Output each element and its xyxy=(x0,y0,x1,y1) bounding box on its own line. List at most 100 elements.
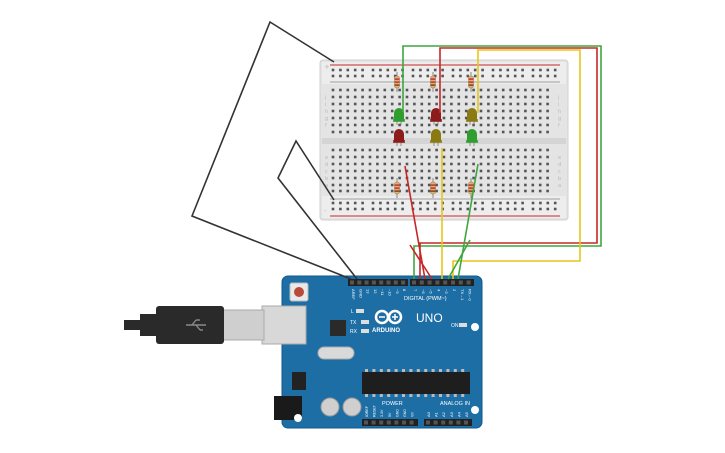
bb-hole xyxy=(413,176,416,180)
header-pin[interactable] xyxy=(427,280,432,285)
bb-hole xyxy=(420,116,424,120)
bb-hole xyxy=(331,123,335,127)
header-pin[interactable] xyxy=(394,420,399,425)
bb-hole xyxy=(346,169,350,173)
header-pin[interactable] xyxy=(357,280,362,285)
header-pin[interactable] xyxy=(379,280,384,285)
bb-hole xyxy=(531,176,535,180)
header-pin[interactable] xyxy=(412,280,416,285)
header-pin[interactable] xyxy=(435,280,440,285)
reset-button[interactable] xyxy=(294,287,304,297)
bb-hole xyxy=(398,123,401,127)
bb-hole xyxy=(393,68,397,72)
bb-hole xyxy=(376,109,379,113)
bb-hole xyxy=(524,109,527,113)
bb-hole xyxy=(524,176,527,180)
bb-hole xyxy=(361,148,364,152)
header-pin[interactable] xyxy=(433,420,438,425)
bb-hole xyxy=(506,201,510,205)
resistor[interactable] xyxy=(468,72,474,92)
bb-hole xyxy=(398,95,401,99)
led-red[interactable] xyxy=(430,108,442,125)
resistor[interactable] xyxy=(468,178,474,198)
analog-pin-label: A2 xyxy=(441,411,446,417)
bb-hole xyxy=(539,207,542,211)
bb-hole xyxy=(491,201,495,205)
header-pin[interactable] xyxy=(466,280,471,285)
arduino-logo-icon xyxy=(374,309,403,325)
header-pin[interactable] xyxy=(409,420,414,425)
bb-hole xyxy=(451,68,455,72)
header-pin[interactable] xyxy=(401,280,406,285)
chip-pin xyxy=(394,394,398,397)
header-pin[interactable] xyxy=(402,420,406,425)
resistor[interactable] xyxy=(394,178,400,198)
header-pin[interactable] xyxy=(350,280,354,285)
bb-hole xyxy=(427,116,431,120)
bb-hole xyxy=(506,207,510,211)
header-pin[interactable] xyxy=(448,420,453,425)
bb-hole xyxy=(427,162,431,166)
resistor[interactable] xyxy=(430,178,436,198)
bb-row-letter: d xyxy=(325,162,328,168)
header-pin[interactable] xyxy=(364,280,369,285)
header-pin[interactable] xyxy=(441,420,446,425)
header-pin[interactable] xyxy=(393,280,398,285)
bb-hole xyxy=(538,123,542,127)
resistor[interactable] xyxy=(394,72,400,92)
bb-hole xyxy=(494,169,498,173)
header-pin[interactable] xyxy=(371,420,376,425)
led-red[interactable] xyxy=(393,129,405,146)
led-green[interactable] xyxy=(466,129,478,146)
bb-hole xyxy=(383,116,387,120)
bb-hole xyxy=(413,189,416,193)
header-pin[interactable] xyxy=(364,420,368,425)
bb-hole xyxy=(420,109,424,113)
header-pin[interactable] xyxy=(458,280,463,285)
chip-pin xyxy=(402,394,405,397)
bb-hole xyxy=(516,176,520,180)
bb-hole xyxy=(524,155,527,159)
bb-hole xyxy=(531,169,535,173)
header-pin[interactable] xyxy=(386,280,391,285)
bb-hole xyxy=(419,201,422,205)
resistor[interactable] xyxy=(430,72,436,92)
bb-hole xyxy=(368,148,372,152)
top-pin-label: ~10 xyxy=(388,289,393,297)
top-pin-label: ~5 xyxy=(429,289,434,294)
chip-pin xyxy=(431,394,435,397)
bb-hole xyxy=(331,148,335,152)
led-yellow[interactable] xyxy=(430,129,442,146)
bb-hole xyxy=(487,88,490,92)
chip-pin xyxy=(365,369,368,372)
header-pin[interactable] xyxy=(451,280,455,285)
bb-hole xyxy=(405,123,409,127)
header-pin[interactable] xyxy=(464,420,468,425)
top-pin-label: 2 xyxy=(452,289,457,292)
header-pin[interactable] xyxy=(386,420,391,425)
header-pin[interactable] xyxy=(456,420,461,425)
bb-hole xyxy=(383,130,387,134)
bb-hole xyxy=(481,207,484,211)
led-green[interactable] xyxy=(393,108,405,125)
bb-hole xyxy=(441,68,444,72)
bb-row-letter: i xyxy=(558,102,559,108)
bb-hole xyxy=(531,189,535,193)
bb-hole xyxy=(459,207,462,211)
header-pin[interactable] xyxy=(443,280,448,285)
bb-hole xyxy=(361,183,364,187)
header-pin[interactable] xyxy=(371,280,376,285)
header-pin[interactable] xyxy=(426,420,430,425)
bb-hole xyxy=(479,123,483,127)
bb-hole xyxy=(509,162,512,166)
bb-hole xyxy=(450,109,453,113)
header-pin[interactable] xyxy=(379,420,384,425)
bb-hole xyxy=(509,176,512,180)
led-yellow[interactable] xyxy=(466,108,478,125)
power-pin-label: GND xyxy=(403,409,407,417)
bb-hole xyxy=(419,68,422,72)
bb-hole xyxy=(442,102,446,106)
header-pin[interactable] xyxy=(419,280,424,285)
